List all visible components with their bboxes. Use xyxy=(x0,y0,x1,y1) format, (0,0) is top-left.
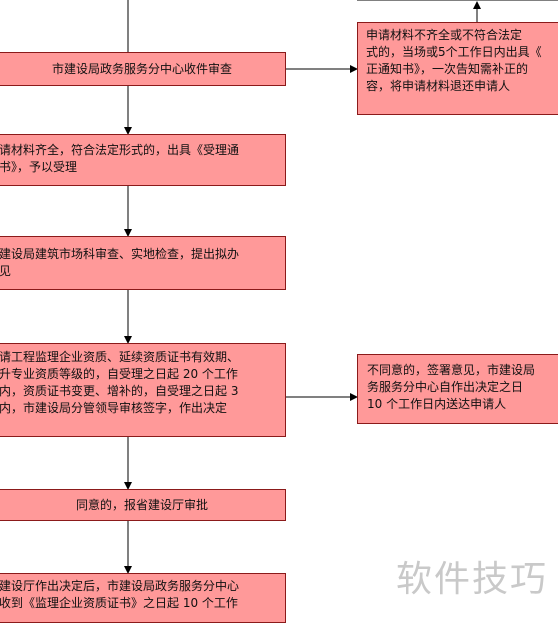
box-reject-line-1: 申请材料不齐全或不符合法定 xyxy=(366,28,523,42)
box-reject: 申请材料不齐全或不符合法定 式的，当场或5个工作日内出具《 正通知书》，一次告知… xyxy=(357,22,558,115)
box-disagree-line-2: 务服务分中心自作出决定之日 xyxy=(367,380,524,394)
box-disagree: 不同意的，签署意见，市建设局 务服务分中心自作出决定之日 10 个工作日内送达申… xyxy=(357,354,558,424)
box-review-line-1: 市建设局政务服务分中心收件审查 xyxy=(51,61,232,76)
watermark: 软件技巧 xyxy=(396,559,549,600)
box-decide-line-4: 内，市建设局分管领导审核签字，作出决定 xyxy=(0,401,228,415)
box-accept-line-1: 请材料齐全，符合法定形式的，出具《受理通 xyxy=(0,143,240,157)
box-reject-line-3: 正通知书》，一次告知需补正的 xyxy=(366,62,529,76)
box-inspect: 建设局建筑市场科审查、实地检查，提出拟办 见 xyxy=(0,236,286,290)
box-reject-line-2: 式的，当场或5个工作日内出具《 xyxy=(366,45,542,59)
box-review: 市建设局政务服务分中心收件审查 xyxy=(0,52,286,86)
box-final-line-1: 建设厅作出决定后，市建设局政务服务分中心 xyxy=(0,579,240,593)
box-disagree-line-3: 10 个工作日内送达申请人 xyxy=(367,397,507,411)
box-accept-line-2: 书》，予以受理 xyxy=(0,160,78,174)
box-agree-line-1: 同意的，报省建设厅审批 xyxy=(75,497,208,512)
box-inspect-line-1: 建设局建筑市场科审查、实地检查，提出拟办 xyxy=(0,247,240,261)
box-accept: 请材料齐全，符合法定形式的，出具《受理通 书》，予以受理 xyxy=(0,134,286,186)
box-final-line-2: 收到《监理企业资质证书》之日起 10 个工作 xyxy=(0,596,238,610)
box-final: 建设厅作出决定后，市建设局政务服务分中心 收到《监理企业资质证书》之日起 10 … xyxy=(0,573,286,623)
box-inspect-line-2: 见 xyxy=(0,264,12,278)
box-decide: 请工程监理企业资质、延续资质证书有效期、 升专业资质等级的，自受理之日起 20 … xyxy=(0,343,286,437)
box-disagree-line-1: 不同意的，签署意见，市建设局 xyxy=(367,363,536,377)
box-decide-line-2: 升专业资质等级的，自受理之日起 20 个工作 xyxy=(0,367,238,381)
box-reject-line-4: 容，将申请材料退还申请人 xyxy=(366,79,511,93)
box-agree: 同意的，报省建设厅审批 xyxy=(0,489,286,521)
box-decide-line-3: 内，资质证书变更、增补的，自受理之日起 3 xyxy=(0,384,239,398)
box-decide-line-1: 请工程监理企业资质、延续资质证书有效期、 xyxy=(0,350,240,364)
